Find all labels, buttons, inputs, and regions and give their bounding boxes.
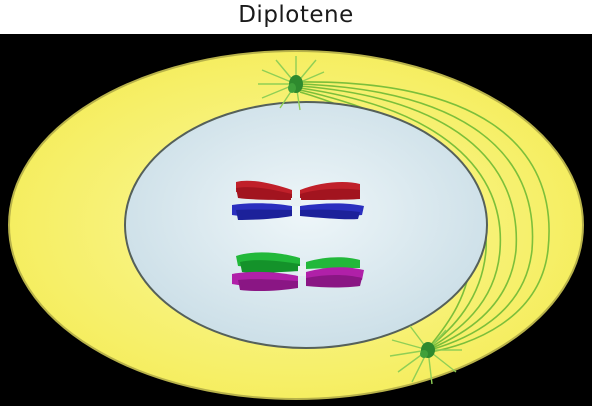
nucleus xyxy=(125,102,487,348)
homologous-pair-green-purple xyxy=(232,252,364,291)
